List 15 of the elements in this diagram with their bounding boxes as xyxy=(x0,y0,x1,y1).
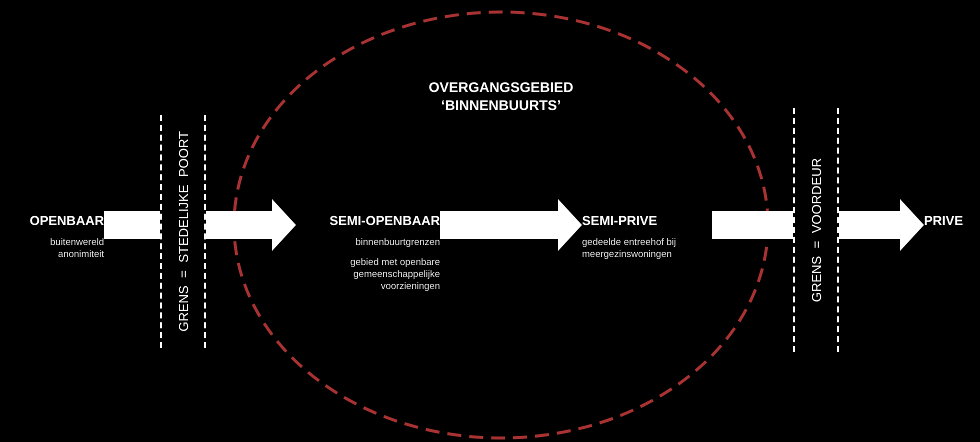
flow-arrow xyxy=(839,199,924,251)
boundary-band xyxy=(160,115,206,348)
stage-description: binnenbuurtgrenzen xyxy=(354,237,440,249)
boundary-label: GRENS = VOORDEUR xyxy=(808,158,824,302)
flow-arrow xyxy=(440,199,582,251)
stage-title: SEMI-OPENBAAR xyxy=(328,213,440,229)
stage-title: PRIVE xyxy=(924,213,964,229)
stage-title: OPENBAAR xyxy=(28,213,104,229)
stage-description: gebied met openbare gemeenschappelijke voorzieningen xyxy=(349,257,440,293)
stage-description: buitenwereld anonimiteit xyxy=(49,237,104,261)
stage-description: gedeelde entreehof bij meergezinswoningen xyxy=(582,237,678,261)
boundary-label: GRENS = STEDELIJKE POORT xyxy=(176,131,190,332)
boundary-band xyxy=(793,108,839,352)
zone-title: OVERGANGSGEBIED ‘BINNENBUURTS’ xyxy=(428,78,574,114)
stage-title: SEMI-PRIVE xyxy=(582,213,658,229)
